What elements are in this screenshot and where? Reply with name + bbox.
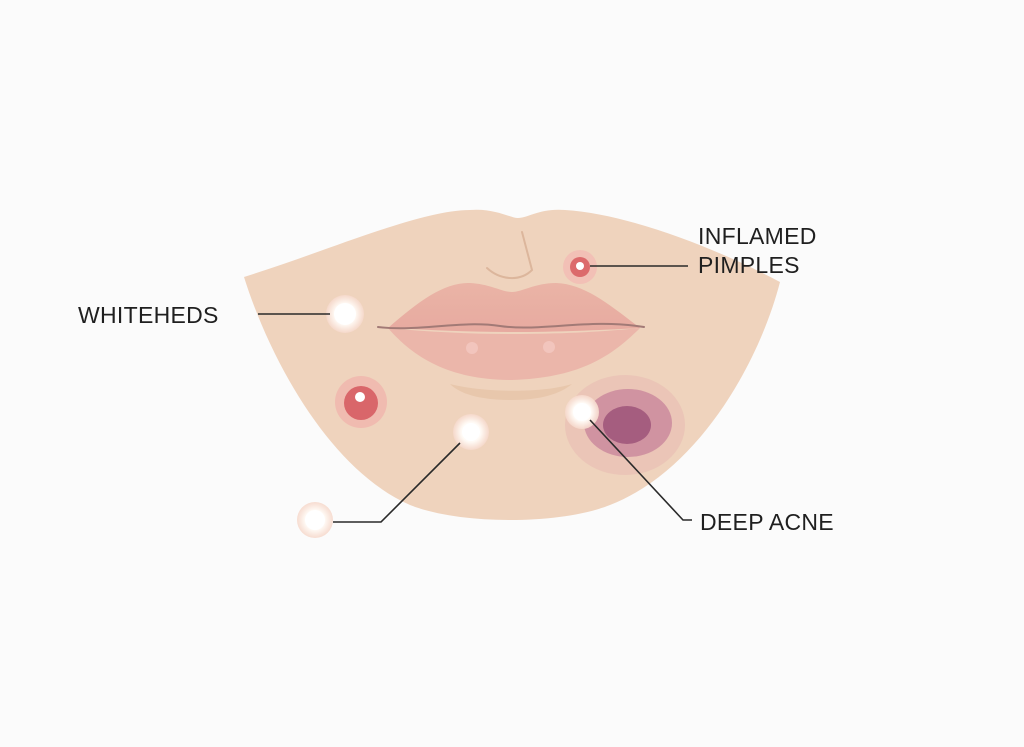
philtrum-line [486, 231, 534, 279]
inflamed-pimple-top [563, 250, 597, 284]
whitehead-outside-left [297, 502, 333, 538]
label-whiteheads: WHITEHEDS [78, 302, 219, 328]
lower-lip-shadow [450, 384, 572, 400]
lip-line [377, 322, 645, 330]
inflamed-pimple-left [335, 376, 387, 428]
leader-line-whitehead-lower [333, 442, 461, 523]
whitehead-center-chin [453, 414, 489, 450]
label-deep-acne: DEEP ACNE [700, 509, 834, 535]
lip-highlight-right [543, 341, 555, 353]
upper-lip [388, 282, 640, 332]
lip-highlight-left [466, 342, 478, 354]
leader-line-deep-acne [589, 419, 692, 521]
whitehead-upper-left [326, 295, 364, 333]
deep-acne-lesion [565, 375, 685, 475]
label-inflamed-line1: INFLAMED [698, 223, 817, 249]
label-inflamed-line2: PIMPLES [698, 252, 800, 278]
lower-lip [388, 328, 640, 380]
lips [377, 282, 645, 400]
